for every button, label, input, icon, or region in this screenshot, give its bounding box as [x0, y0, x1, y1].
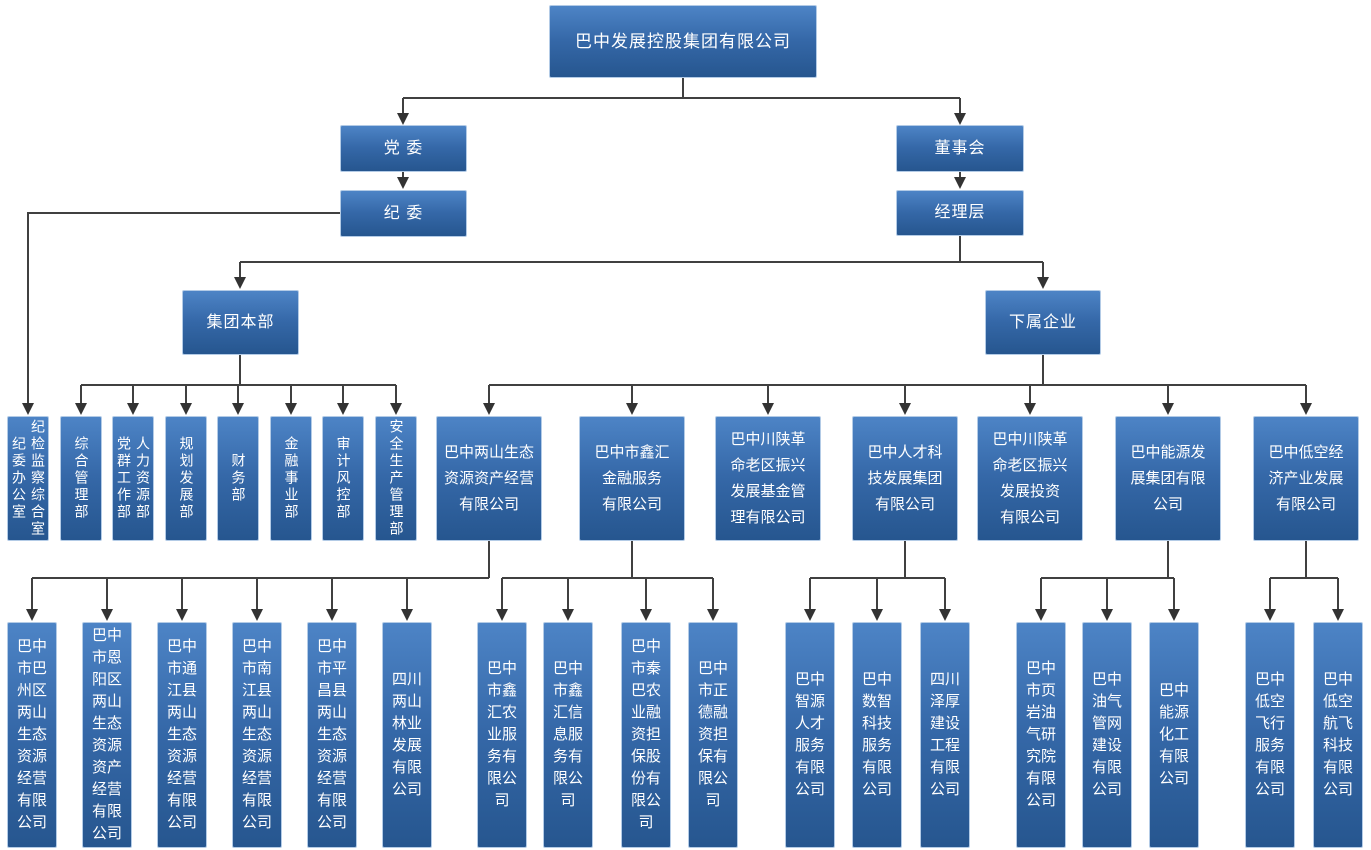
- node-subsidiary-xinhui-information: 巴中市鑫汇信息服务有限公司: [543, 622, 593, 848]
- node-company-xinhui-finance: 巴中市鑫汇 金融服务 有限公司: [579, 416, 685, 541]
- node-label: 金融事业部: [283, 436, 300, 521]
- node-label: 巴中市恩阳区两山生态资源资产经营有限公司: [91, 627, 122, 842]
- node-label: 财务部: [230, 453, 247, 504]
- node-subsidiaries: 下属企业: [985, 290, 1101, 355]
- node-company-liangshan-eco: 巴中两山生态 资源资产经营 有限公司: [436, 416, 542, 541]
- node-label: 集团本部: [206, 313, 275, 331]
- node-company-energy-group: 巴中能源发 展集团有限 公司: [1115, 416, 1221, 541]
- node-label: 巴中市通江县两山生态资源经营有限公司: [166, 638, 197, 831]
- node-dept-finance: 财务部: [217, 416, 259, 541]
- node-label: 综合管理部: [73, 436, 90, 521]
- node-label: 纪 委: [383, 204, 424, 222]
- node-label: 巴中能源发 展集团有限 公司: [1130, 443, 1206, 513]
- node-subsidiary-low-altitude-flight-service: 巴中低空飞行服务有限公司: [1245, 622, 1295, 848]
- node-label: 董事会: [934, 139, 986, 157]
- node-label: 四川泽厚建设工程有限公司: [929, 671, 960, 798]
- node-label: 巴中市鑫汇 金融服务 有限公司: [594, 443, 670, 513]
- node-subsidiary-pipeline-construction: 巴中油气管网建设有限公司: [1082, 622, 1132, 848]
- node-group-root: 巴中发展控股集团有限公司: [549, 5, 817, 78]
- node-label: 巴中川陕革 命老区振兴 发展投资 有限公司: [992, 430, 1068, 526]
- node-label: 巴中智源人才服务有限公司: [794, 671, 825, 798]
- node-subsidiary-bazhou-liangshan: 巴中市巴州区两山生态资源经营有限公司: [7, 622, 57, 848]
- node-label: 巴中油气管网建设有限公司: [1091, 671, 1122, 798]
- node-label: 巴中市巴州区两山生态资源经营有限公司: [16, 638, 47, 831]
- node-company-fund-management: 巴中川陕革 命老区振兴 发展基金管 理有限公司: [715, 416, 821, 541]
- node-dept-safety-management: 安全生产管理部: [375, 416, 417, 541]
- node-label: 巴中市平昌县两山生态资源经营有限公司: [316, 638, 347, 831]
- node-dept-planning-development: 规划发展部: [165, 416, 207, 541]
- node-label: 安全生产管理部: [388, 419, 405, 538]
- node-subsidiary-zhiyuan-talent: 巴中智源人才服务有限公司: [785, 622, 835, 848]
- node-label: 巴中市正德融资担保有限公司: [697, 660, 728, 809]
- node-subsidiary-zhengde-guarantee: 巴中市正德融资担保有限公司: [688, 622, 738, 848]
- node-label: 巴中能源化工有限公司: [1158, 682, 1189, 787]
- node-label: 经理层: [934, 204, 986, 221]
- node-company-revitalization-investment: 巴中川陕革 命老区振兴 发展投资 有限公司: [977, 416, 1083, 541]
- node-subsidiary-low-altitude-aviation-tech: 巴中低空航飞科技有限公司: [1313, 622, 1363, 848]
- node-dept-financial-business: 金融事业部: [270, 416, 312, 541]
- node-label: 巴中人才科 技发展集团 有限公司: [867, 443, 943, 513]
- node-subsidiary-tongjiang-liangshan: 巴中市通江县两山生态资源经营有限公司: [157, 622, 207, 848]
- node-label: 纪检监察综合室 纪委办公室: [11, 419, 46, 538]
- node-label: 四川两山林业发展有限公司: [391, 671, 422, 798]
- node-label: 巴中市鑫汇农业服务有限公司: [486, 660, 517, 809]
- node-subsidiary-xinhui-agriculture: 巴中市鑫汇农业服务有限公司: [477, 622, 527, 848]
- node-label: 巴中市页岩油气研究院有限公司: [1025, 660, 1056, 809]
- node-subsidiary-enyang-liangshan: 巴中市恩阳区两山生态资源资产经营有限公司: [82, 622, 132, 848]
- node-label: 人力资源部 党群工作部: [116, 436, 151, 521]
- node-label: 巴中发展控股集团有限公司: [575, 31, 791, 51]
- node-dept-discipline-office: 纪检监察综合室 纪委办公室: [7, 416, 49, 541]
- node-subsidiary-zehou-construction: 四川泽厚建设工程有限公司: [920, 622, 970, 848]
- node-label: 巴中低空航飞科技有限公司: [1322, 671, 1353, 798]
- node-label: 下属企业: [1008, 313, 1077, 331]
- node-discipline-committee: 纪 委: [340, 190, 467, 237]
- node-subsidiary-energy-chemical: 巴中能源化工有限公司: [1149, 622, 1199, 848]
- node-label: 规划发展部: [178, 436, 195, 521]
- node-headquarters: 集团本部: [182, 290, 299, 355]
- node-subsidiary-qinba-guarantee: 巴中市秦巴农业融资担保股份有限公司: [621, 622, 671, 848]
- node-company-talent-tech: 巴中人才科 技发展集团 有限公司: [852, 416, 958, 541]
- node-label: 巴中低空飞行服务有限公司: [1254, 671, 1285, 798]
- node-dept-general-admin: 综合管理部: [60, 416, 102, 541]
- node-label: 巴中两山生态 资源资产经营 有限公司: [443, 443, 534, 513]
- node-label: 审计风控部: [335, 436, 352, 521]
- node-management-layer: 经理层: [896, 190, 1024, 236]
- node-subsidiary-shuzhi-tech: 巴中数智科技服务有限公司: [852, 622, 902, 848]
- node-label: 巴中市鑫汇信息服务有限公司: [552, 660, 583, 809]
- node-company-low-altitude-economy: 巴中低空经 济产业发展 有限公司: [1253, 416, 1359, 541]
- node-label: 巴中市秦巴农业融资担保股份有限公司: [630, 638, 661, 831]
- node-dept-audit-risk: 审计风控部: [322, 416, 364, 541]
- node-label: 巴中市南江县两山生态资源经营有限公司: [241, 638, 272, 831]
- node-label: 巴中川陕革 命老区振兴 发展基金管 理有限公司: [730, 430, 806, 526]
- node-subsidiary-pingchang-liangshan: 巴中市平昌县两山生态资源经营有限公司: [307, 622, 357, 848]
- node-label: 党 委: [383, 139, 424, 157]
- node-subsidiary-shale-gas-institute: 巴中市页岩油气研究院有限公司: [1016, 622, 1066, 848]
- node-dept-hr-party-work: 人力资源部 党群工作部: [112, 416, 154, 541]
- node-label: 巴中低空经 济产业发展 有限公司: [1268, 443, 1344, 513]
- node-subsidiary-sichuan-liangshan-forestry: 四川两山林业发展有限公司: [382, 622, 432, 848]
- node-label: 巴中数智科技服务有限公司: [861, 671, 892, 798]
- node-subsidiary-nanjiang-liangshan: 巴中市南江县两山生态资源经营有限公司: [232, 622, 282, 848]
- node-board-of-directors: 董事会: [896, 125, 1024, 172]
- node-party-committee: 党 委: [340, 125, 467, 172]
